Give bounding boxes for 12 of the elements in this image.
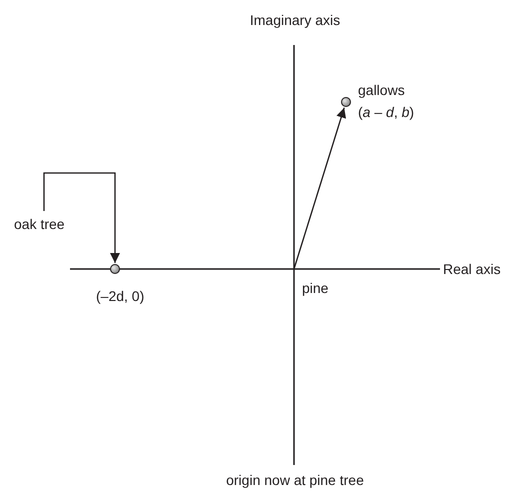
origin-label: pine: [302, 279, 330, 298]
axis-label: Imaginary axis: [248, 11, 342, 30]
axis-label: Real axis: [443, 260, 502, 279]
arrow: [293, 108, 346, 270]
point-label: gallows: [358, 81, 405, 100]
coordinate-label: (a – d, b): [358, 103, 414, 122]
point-label: oak tree: [14, 215, 66, 234]
point-marker: [341, 97, 351, 107]
note: origin now at pine tree: [225, 471, 365, 490]
coordinate-label: (–2d, 0): [96, 287, 144, 306]
arrow: [43, 172, 120, 263]
point-marker: [110, 264, 120, 274]
